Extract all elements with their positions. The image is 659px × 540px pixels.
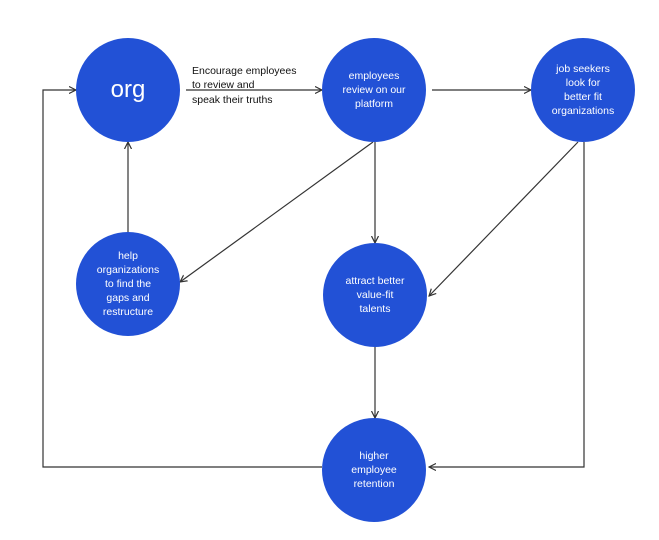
node-higher-retention: higher employee retention bbox=[322, 418, 426, 522]
edge-label-encourage: Encourage employees to review and speak … bbox=[192, 65, 297, 106]
edge-jobseekers-to-attract bbox=[429, 141, 579, 296]
node-attract-talents: attract better value-fit talents bbox=[323, 243, 427, 347]
edge-retention-to-org bbox=[42, 90, 322, 468]
node-job-seekers: job seekers look for better fit organiza… bbox=[531, 38, 635, 142]
node-employees-review: employees review on our platform bbox=[322, 38, 426, 142]
edge-review-to-help bbox=[180, 141, 374, 282]
edge-jobseekers-to-retention bbox=[429, 142, 585, 467]
node-org: org bbox=[76, 38, 180, 142]
node-help-organizations: help organizations to find the gaps and … bbox=[76, 232, 180, 336]
